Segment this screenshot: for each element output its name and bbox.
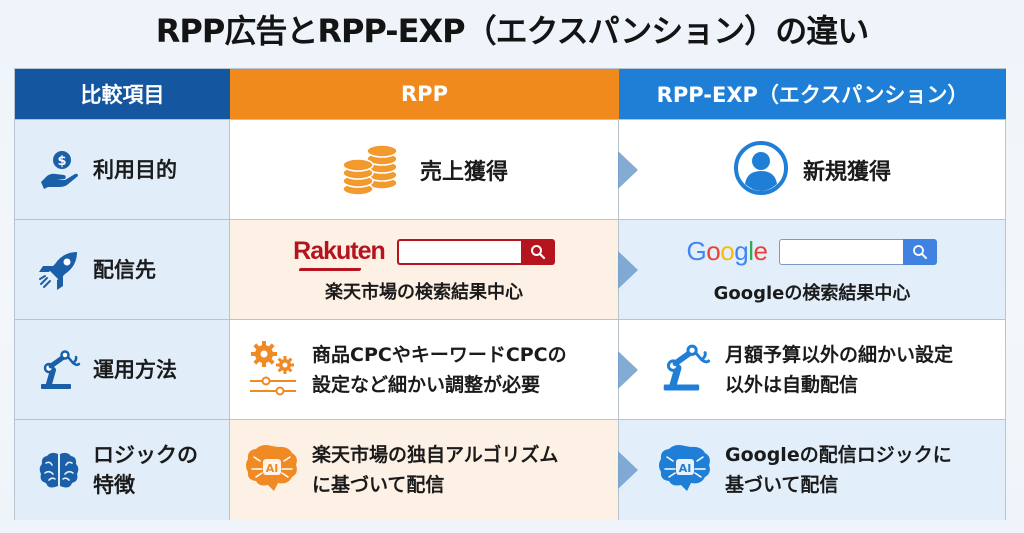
rpp-destination-text: 楽天市場の検索結果中心 [325, 282, 523, 303]
rpp-cell: 商品CPCやキーワードCPCの 設定など細かい調整が必要 [230, 320, 619, 419]
row-label-line2: 特徴 [93, 473, 135, 497]
arrow-right-icon [618, 350, 638, 389]
hand-coin-icon: $ [37, 148, 81, 192]
row-label-cell: 運用方法 [15, 320, 230, 419]
exp-purpose-text: 新規獲得 [802, 159, 891, 185]
exp-logic-line1: Googleの配信ロジックに [725, 444, 952, 466]
arrow-right-icon [618, 150, 638, 189]
gears-sliders-icon [248, 340, 298, 400]
arrow-right-icon [618, 250, 638, 289]
svg-text:$: $ [57, 154, 66, 169]
google-search-box [779, 238, 938, 265]
table-row-purpose: $ 利用目的 [15, 119, 1005, 219]
row-label-cell: $ 利用目的 [15, 120, 230, 219]
exp-cell: 新規獲得 [618, 120, 1005, 219]
table-row-logic: ロジックの 特徴 AI 楽天市場の独自アルゴリズム に基づいて配信 [15, 419, 1005, 520]
search-icon [903, 238, 938, 265]
rocket-icon [37, 248, 81, 292]
exp-destination-text: Googleの検索結果中心 [713, 283, 911, 304]
coins-icon [340, 139, 402, 201]
exp-cell: Google Googleの検索結果中心 [618, 220, 1005, 319]
table-row-destination: 配信先 Rakuten 楽天市場の検索結果中心 [15, 219, 1005, 319]
table-row-operation: 運用方法 [15, 319, 1005, 419]
rpp-cell: 売上獲得 [230, 120, 619, 219]
row-label: 配信先 [93, 257, 156, 282]
comparison-table: 比較項目 RPP RPP-EXP（エクスパンション） $ 利用目的 [14, 68, 1006, 520]
svg-text:AI: AI [266, 462, 279, 475]
header-item: 比較項目 [15, 69, 230, 119]
svg-text:AI: AI [679, 462, 692, 475]
rpp-cell: AI 楽天市場の独自アルゴリズム に基づいて配信 [230, 420, 619, 520]
rpp-operation-line2: 設定など細かい調整が必要 [312, 373, 541, 396]
rakuten-search-box [396, 238, 555, 265]
google-search-input [779, 238, 904, 265]
search-icon [520, 238, 555, 265]
robot-arm-icon [659, 342, 711, 398]
rpp-logic-line2: に基づいて配信 [312, 474, 445, 496]
rakuten-search-input [396, 238, 521, 265]
header-rpp-exp: RPP-EXP（エクスパンション） [619, 69, 1006, 119]
exp-logic-line2: 基づいて配信 [725, 474, 839, 496]
header-rpp: RPP [230, 69, 619, 119]
robot-arm-icon [37, 348, 81, 392]
rpp-logic-line1: 楽天市場の独自アルゴリズム [312, 444, 559, 466]
exp-cell: 月額予算以外の細かい設定 以外は自動配信 [618, 320, 1005, 419]
rpp-purpose-text: 売上獲得 [419, 159, 508, 185]
google-logo: Google [686, 236, 768, 266]
rpp-cell: Rakuten 楽天市場の検索結果中心 [230, 220, 619, 319]
arrow-right-icon [618, 451, 638, 489]
row-label-cell: ロジックの 特徴 [15, 420, 230, 520]
row-label: 利用目的 [93, 157, 177, 182]
rakuten-logo: Rakuten [293, 237, 386, 265]
exp-operation-line1: 月額予算以外の細かい設定 [725, 343, 954, 366]
rpp-operation-line1: 商品CPCやキーワードCPCの [312, 343, 567, 366]
page-title: RPP広告とRPP-EXP（エクスパンション）の違い [155, 12, 869, 50]
row-label-line1: ロジックの [93, 443, 198, 467]
exp-operation-line2: 以外は自動配信 [725, 373, 859, 396]
ai-brain-icon: AI [244, 443, 300, 497]
row-label-cell: 配信先 [15, 220, 230, 319]
row-label: 運用方法 [93, 357, 177, 382]
user-circle-icon [733, 140, 789, 200]
brain-icon [37, 448, 81, 492]
exp-cell: AI Googleの配信ロジックに 基づいて配信 [618, 420, 1005, 520]
ai-brain-icon: AI [657, 443, 713, 497]
